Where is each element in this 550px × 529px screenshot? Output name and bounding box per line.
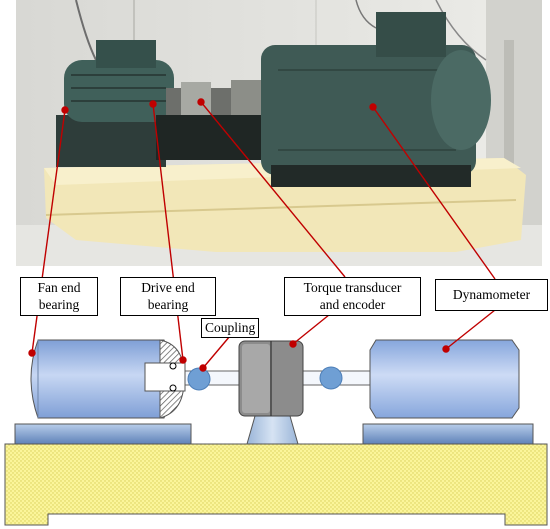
base-plate	[4, 443, 548, 526]
test-rig-schematic	[4, 339, 548, 526]
fan-end-bearing-label: Fan end bearing	[20, 277, 98, 316]
coupling-right	[319, 366, 343, 390]
coupling-left	[187, 367, 211, 391]
fan-end-label-line1: Fan end	[37, 280, 81, 295]
dynamometer-label-text: Dynamometer	[452, 287, 531, 302]
drive-end-label-line2: bearing	[147, 297, 189, 312]
torque-transducer-label: Torque transducer and encoder	[284, 277, 421, 316]
drive-end-bearing-icon	[169, 362, 177, 370]
transducer-pedestal	[246, 415, 299, 445]
fan-motor-base	[14, 423, 192, 445]
dynamometer-schematic	[369, 339, 520, 419]
torque-label-line2: and encoder	[319, 297, 386, 312]
test-rig-photo	[16, 0, 542, 266]
coupling-label-text: Coupling	[205, 320, 256, 335]
fan-end-label-line2: bearing	[38, 297, 80, 312]
torque-label-line1: Torque transducer	[303, 280, 402, 295]
leader-lines	[28, 98, 496, 372]
dynamometer-label: Dynamometer	[435, 279, 548, 311]
drive-end-label-line1: Drive end	[141, 280, 195, 295]
dynamometer-base	[362, 423, 534, 445]
drive-end-bearing-label: Drive end bearing	[120, 277, 216, 316]
coupling-label: Coupling	[201, 318, 260, 338]
